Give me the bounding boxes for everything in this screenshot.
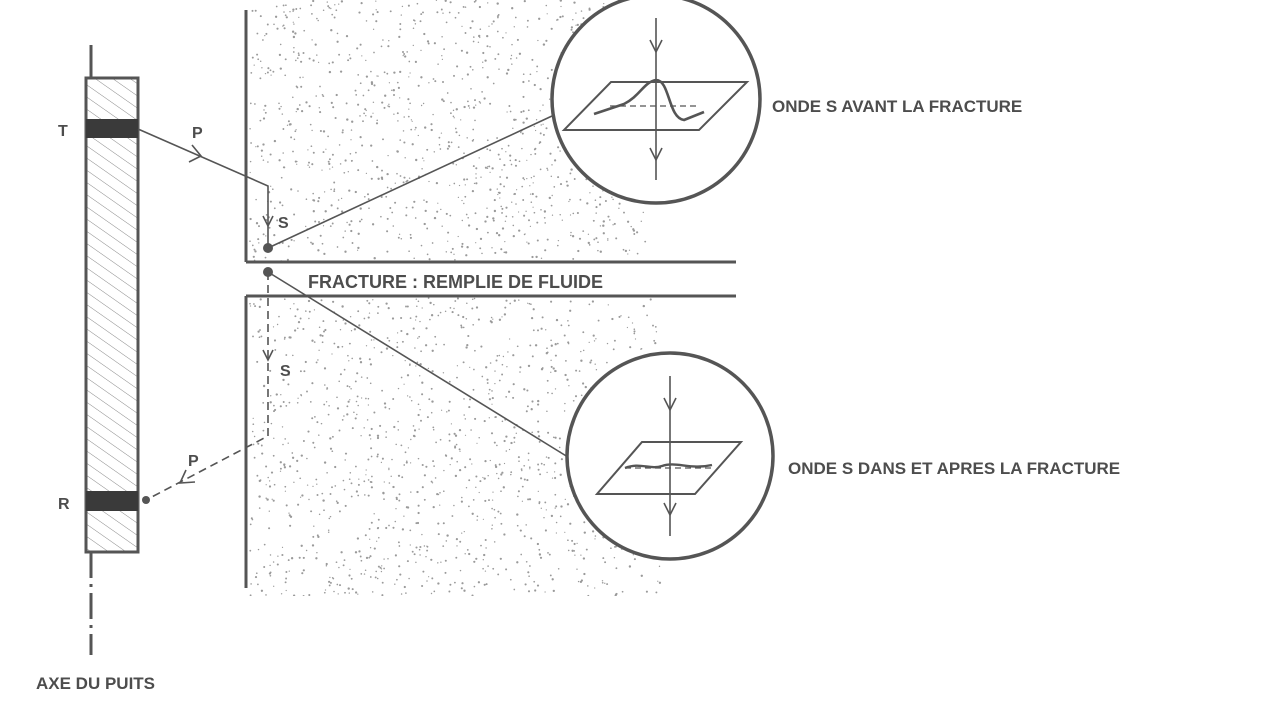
s-wave-out-label: S	[280, 363, 291, 380]
receiver-point	[142, 496, 150, 504]
wave-after-polarization-plane	[594, 441, 744, 495]
s-wave-in-label: S	[278, 215, 289, 232]
transmitter-band	[86, 119, 138, 138]
incoming-ray-path	[137, 128, 274, 246]
leader-line-upper	[267, 115, 553, 249]
outgoing-ray-path	[145, 272, 269, 501]
wave-after-label: ONDE S DANS ET APRES LA FRACTURE	[788, 459, 1120, 478]
wave-before-magnifier	[550, 0, 762, 205]
p-wave-in-label: P	[192, 125, 203, 142]
logging-tool	[84, 76, 140, 554]
fracture-label: FRACTURE : REMPLIE DE FLUIDE	[308, 272, 603, 292]
wave-after-s-wave-curve	[624, 463, 713, 470]
receiver-band	[86, 491, 138, 511]
wave-before-label: ONDE S AVANT LA FRACTURE	[772, 97, 1022, 116]
leader-line-lower	[267, 271, 577, 463]
wave-before-s-wave-curve	[593, 78, 705, 122]
receiver-label: R	[58, 496, 70, 513]
well-axis-label: AXE DU PUITS	[36, 674, 155, 693]
wave-after-magnifier	[565, 351, 775, 561]
p-wave-out-label: P	[188, 453, 199, 470]
outgoing-ray-arrows	[178, 349, 274, 484]
wave-before-polarization-plane	[561, 81, 750, 131]
transmitter-label: T	[58, 123, 68, 140]
